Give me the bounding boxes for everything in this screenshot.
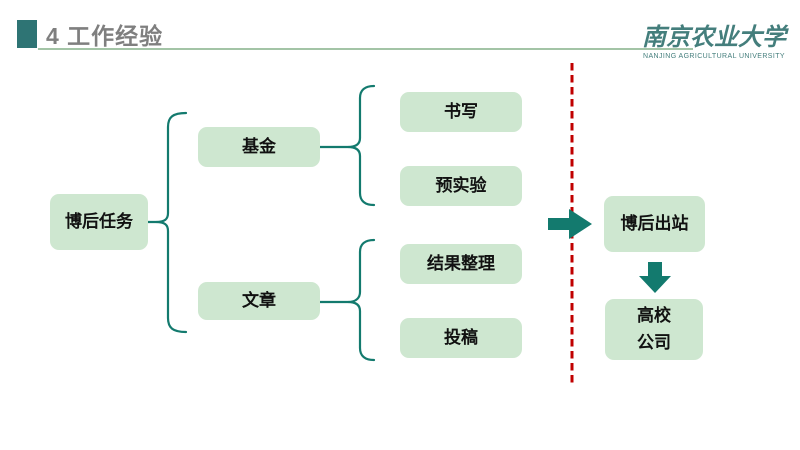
node-label: 博后任务 [65, 211, 133, 231]
logo-chinese-name: 南京农业大学 [642, 22, 786, 51]
right-arrow-icon [548, 209, 592, 239]
node-postdoc-exit: 博后出站 [604, 196, 705, 252]
node-label-line2: 公司 [637, 332, 671, 352]
down-arrow-icon [639, 262, 671, 293]
title-accent-square [17, 20, 37, 48]
node-writing: 书写 [400, 92, 522, 132]
node-pre-experiment: 预实验 [400, 166, 522, 206]
university-logo: 南京农业大学 NANJING AGRICULTURAL UNIVERSITY [638, 22, 790, 60]
title-underline [38, 48, 693, 50]
node-label: 博后出站 [620, 213, 689, 233]
main-brace [155, 111, 188, 334]
node-fund: 基金 [198, 127, 320, 167]
page-title: 4 工作经验 [46, 23, 164, 49]
node-label: 书写 [444, 101, 478, 121]
logo-english-name: NANJING AGRICULTURAL UNIVERSITY [643, 53, 785, 60]
node-article: 文章 [198, 282, 320, 320]
node-university-company: 高校 公司 [605, 299, 703, 360]
node-label-line1: 高校 [637, 306, 671, 326]
node-label: 投稿 [444, 327, 478, 347]
node-submission: 投稿 [400, 318, 522, 358]
node-label: 预实验 [435, 175, 487, 195]
node-result-sorting: 结果整理 [400, 244, 522, 284]
node-label: 结果整理 [427, 253, 495, 273]
fund-brace [347, 84, 376, 207]
paper-brace [347, 238, 376, 362]
node-label: 文章 [242, 290, 276, 310]
node-postdoc-tasks: 博后任务 [50, 194, 148, 250]
node-label: 基金 [242, 136, 276, 156]
